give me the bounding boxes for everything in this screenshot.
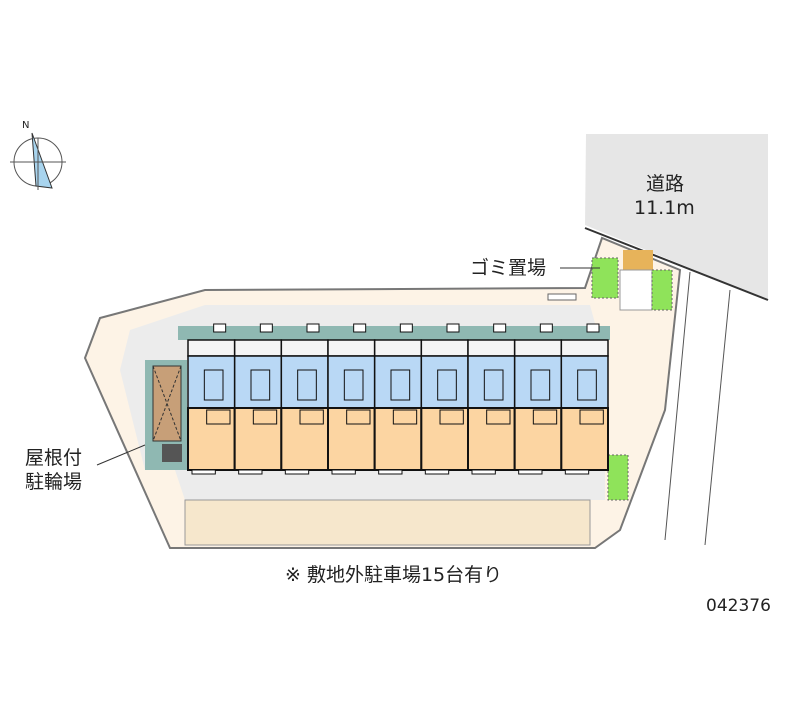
parking-strip [184, 499, 591, 546]
apartment-unit [233, 323, 283, 475]
garbage-label: ゴミ置場 [470, 257, 547, 279]
apartment-unit [560, 323, 609, 475]
apartment-unit [373, 323, 423, 475]
apartment-unit [420, 323, 470, 475]
property-id: 042376 [706, 596, 771, 616]
compass-north-label: N [22, 120, 30, 131]
compass-icon [10, 132, 66, 190]
road-area [585, 134, 768, 300]
apartment-unit [467, 323, 516, 475]
road-name: 道路 [646, 173, 685, 195]
apartment-unit [327, 323, 376, 475]
apartment-unit [187, 323, 236, 475]
bicycle-label-1: 屋根付 [25, 447, 83, 469]
parking-note: ※ 敷地外駐車場15台有り [285, 564, 503, 586]
apartment-unit [513, 323, 563, 475]
green-area [591, 257, 619, 299]
green-area [651, 269, 673, 311]
green-area [607, 454, 629, 501]
bicycle-label-2: 駐輪場 [25, 471, 83, 493]
road-width: 11.1m [634, 197, 695, 219]
apartment-unit [280, 323, 330, 475]
garbage-area [623, 250, 653, 270]
